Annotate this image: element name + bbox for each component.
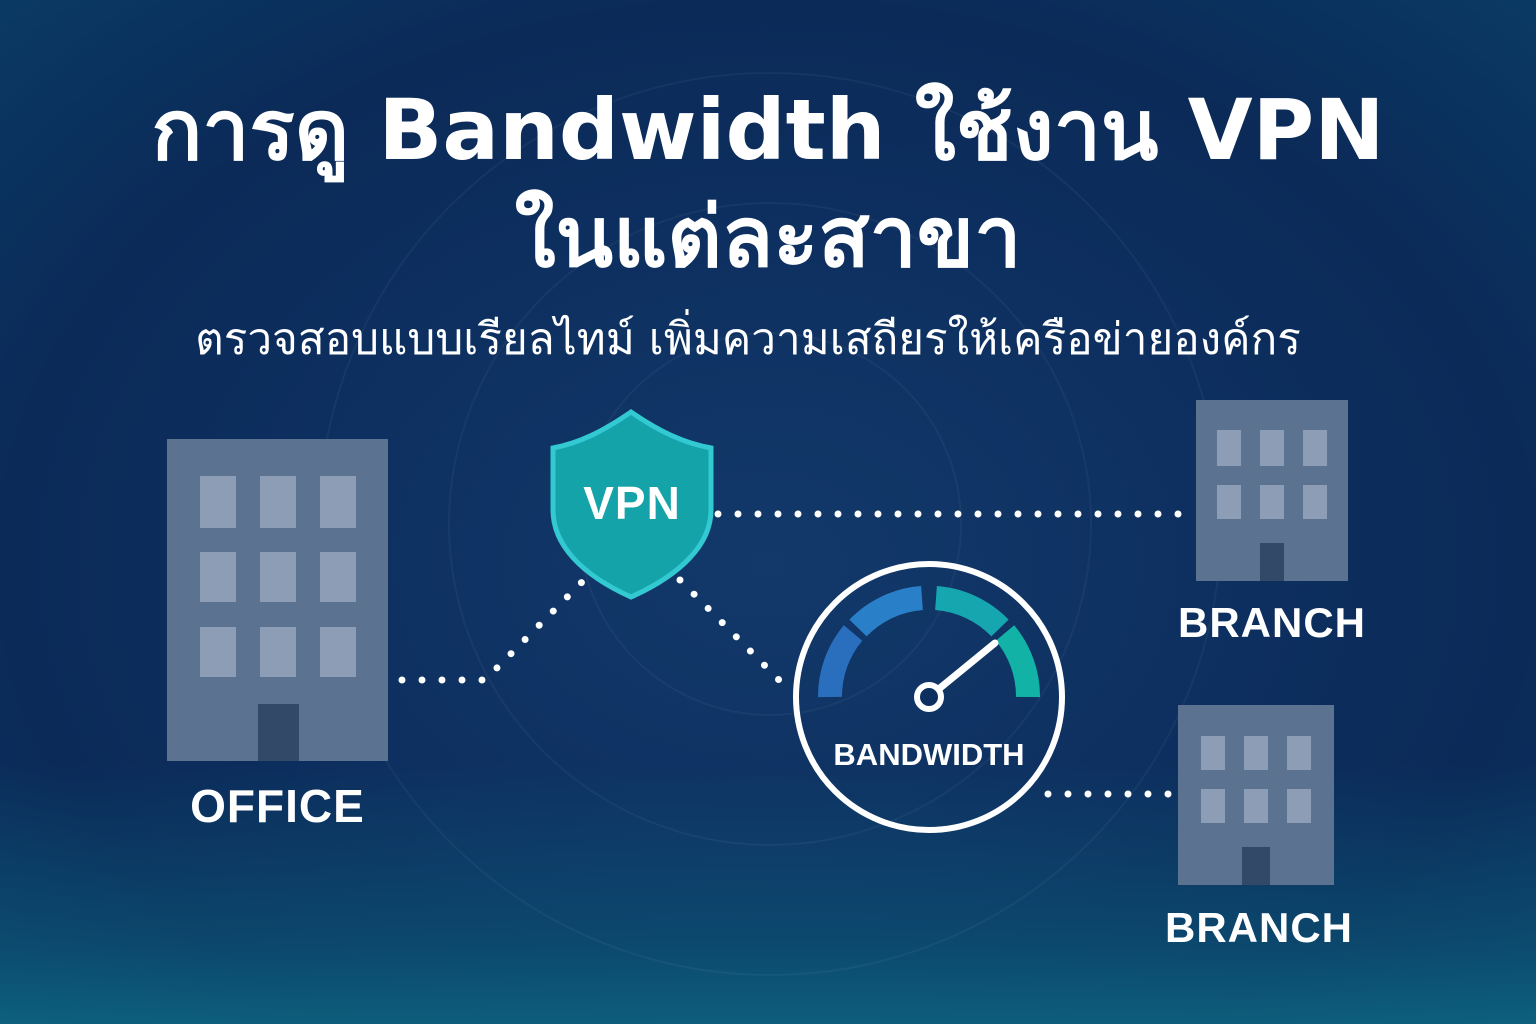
window xyxy=(1201,789,1225,823)
window xyxy=(1217,485,1241,519)
window xyxy=(260,476,296,528)
window xyxy=(1260,485,1284,519)
gauge-icon xyxy=(817,586,1041,698)
door xyxy=(1260,543,1284,581)
gauge-ring xyxy=(793,561,1065,833)
gauge-segment-4 xyxy=(995,625,1041,698)
branch-top-building-icon xyxy=(1196,400,1348,581)
window xyxy=(1303,485,1327,519)
door xyxy=(1242,847,1270,885)
gauge-segment-2 xyxy=(849,586,924,637)
branch-bottom-label: BRANCH xyxy=(1165,904,1353,951)
window xyxy=(260,627,296,677)
gauge-segment-3 xyxy=(934,586,1009,637)
window xyxy=(260,552,296,602)
shield-icon xyxy=(550,408,714,600)
window xyxy=(1201,736,1225,770)
window xyxy=(320,627,356,677)
window xyxy=(1244,736,1268,770)
door xyxy=(258,704,299,761)
window xyxy=(200,627,236,677)
window xyxy=(1244,789,1268,823)
vpn-label: VPN xyxy=(583,477,681,529)
window xyxy=(1260,430,1284,466)
window xyxy=(200,552,236,602)
office-building-icon xyxy=(167,439,388,761)
gauge-segment-1 xyxy=(817,625,863,698)
window xyxy=(200,476,236,528)
background-ring xyxy=(448,202,1092,846)
page-title-line-1: การดู Bandwidth ใช้งาน VPN xyxy=(151,81,1385,179)
window xyxy=(320,552,356,602)
bandwidth-label: BANDWIDTH xyxy=(833,737,1025,772)
window xyxy=(1217,430,1241,466)
office-to-vpn-link xyxy=(398,574,590,684)
page-subtitle: ตรวจสอบแบบเรียลไทม์ เพิ่มความเสถียรให้เค… xyxy=(195,314,1301,365)
window xyxy=(1287,789,1311,823)
gauge-hub xyxy=(914,682,944,712)
branch-bottom-building-icon xyxy=(1178,705,1334,885)
window xyxy=(1287,736,1311,770)
page-title-line-2: ในแต่ละสาขา xyxy=(514,188,1022,286)
window xyxy=(320,476,356,528)
window xyxy=(1303,430,1327,466)
office-label: OFFICE xyxy=(190,780,365,832)
branch-top-label: BRANCH xyxy=(1178,599,1366,646)
